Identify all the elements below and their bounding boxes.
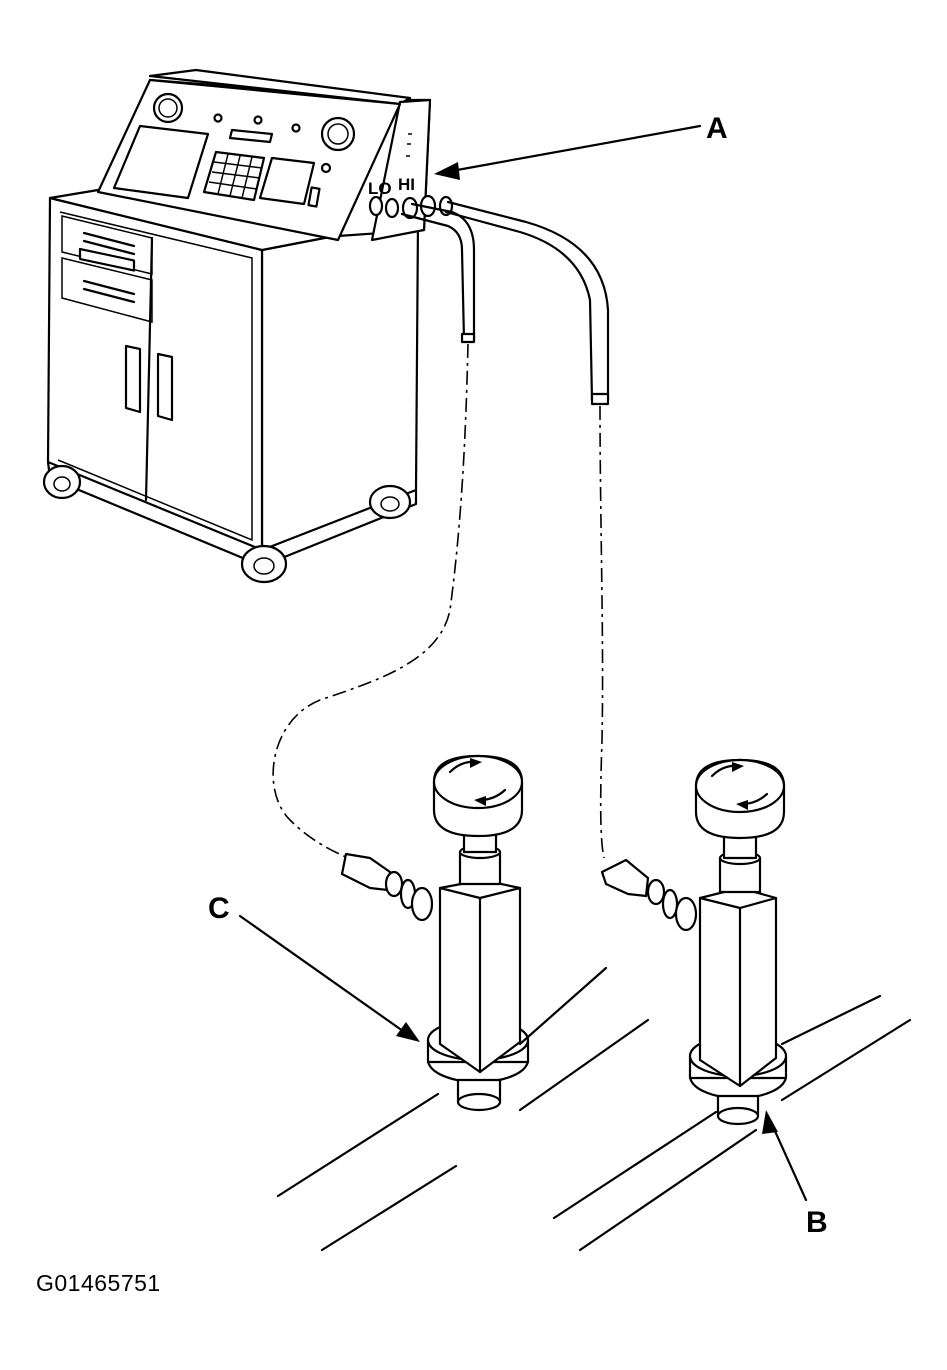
callout-c: C <box>208 892 420 1042</box>
keypad-keys <box>208 153 263 199</box>
coupler-b-high-side <box>600 758 788 1126</box>
service-station-cart: LO HI <box>42 68 454 584</box>
callout-c-label: C <box>208 892 230 925</box>
callout-a: A <box>434 112 728 180</box>
figure-id: G01465751 <box>36 1270 161 1296</box>
lo-port-label: LO <box>368 179 392 198</box>
refrigerant-lines <box>276 966 912 1252</box>
callout-a-label: A <box>706 112 728 145</box>
callout-b-label: B <box>806 1206 828 1239</box>
high-side-hose <box>444 200 610 859</box>
coupler-c-low-side <box>340 754 530 1112</box>
low-side-hose <box>272 202 476 859</box>
callout-b: B <box>762 1110 828 1239</box>
hi-port-label: HI <box>398 175 415 194</box>
